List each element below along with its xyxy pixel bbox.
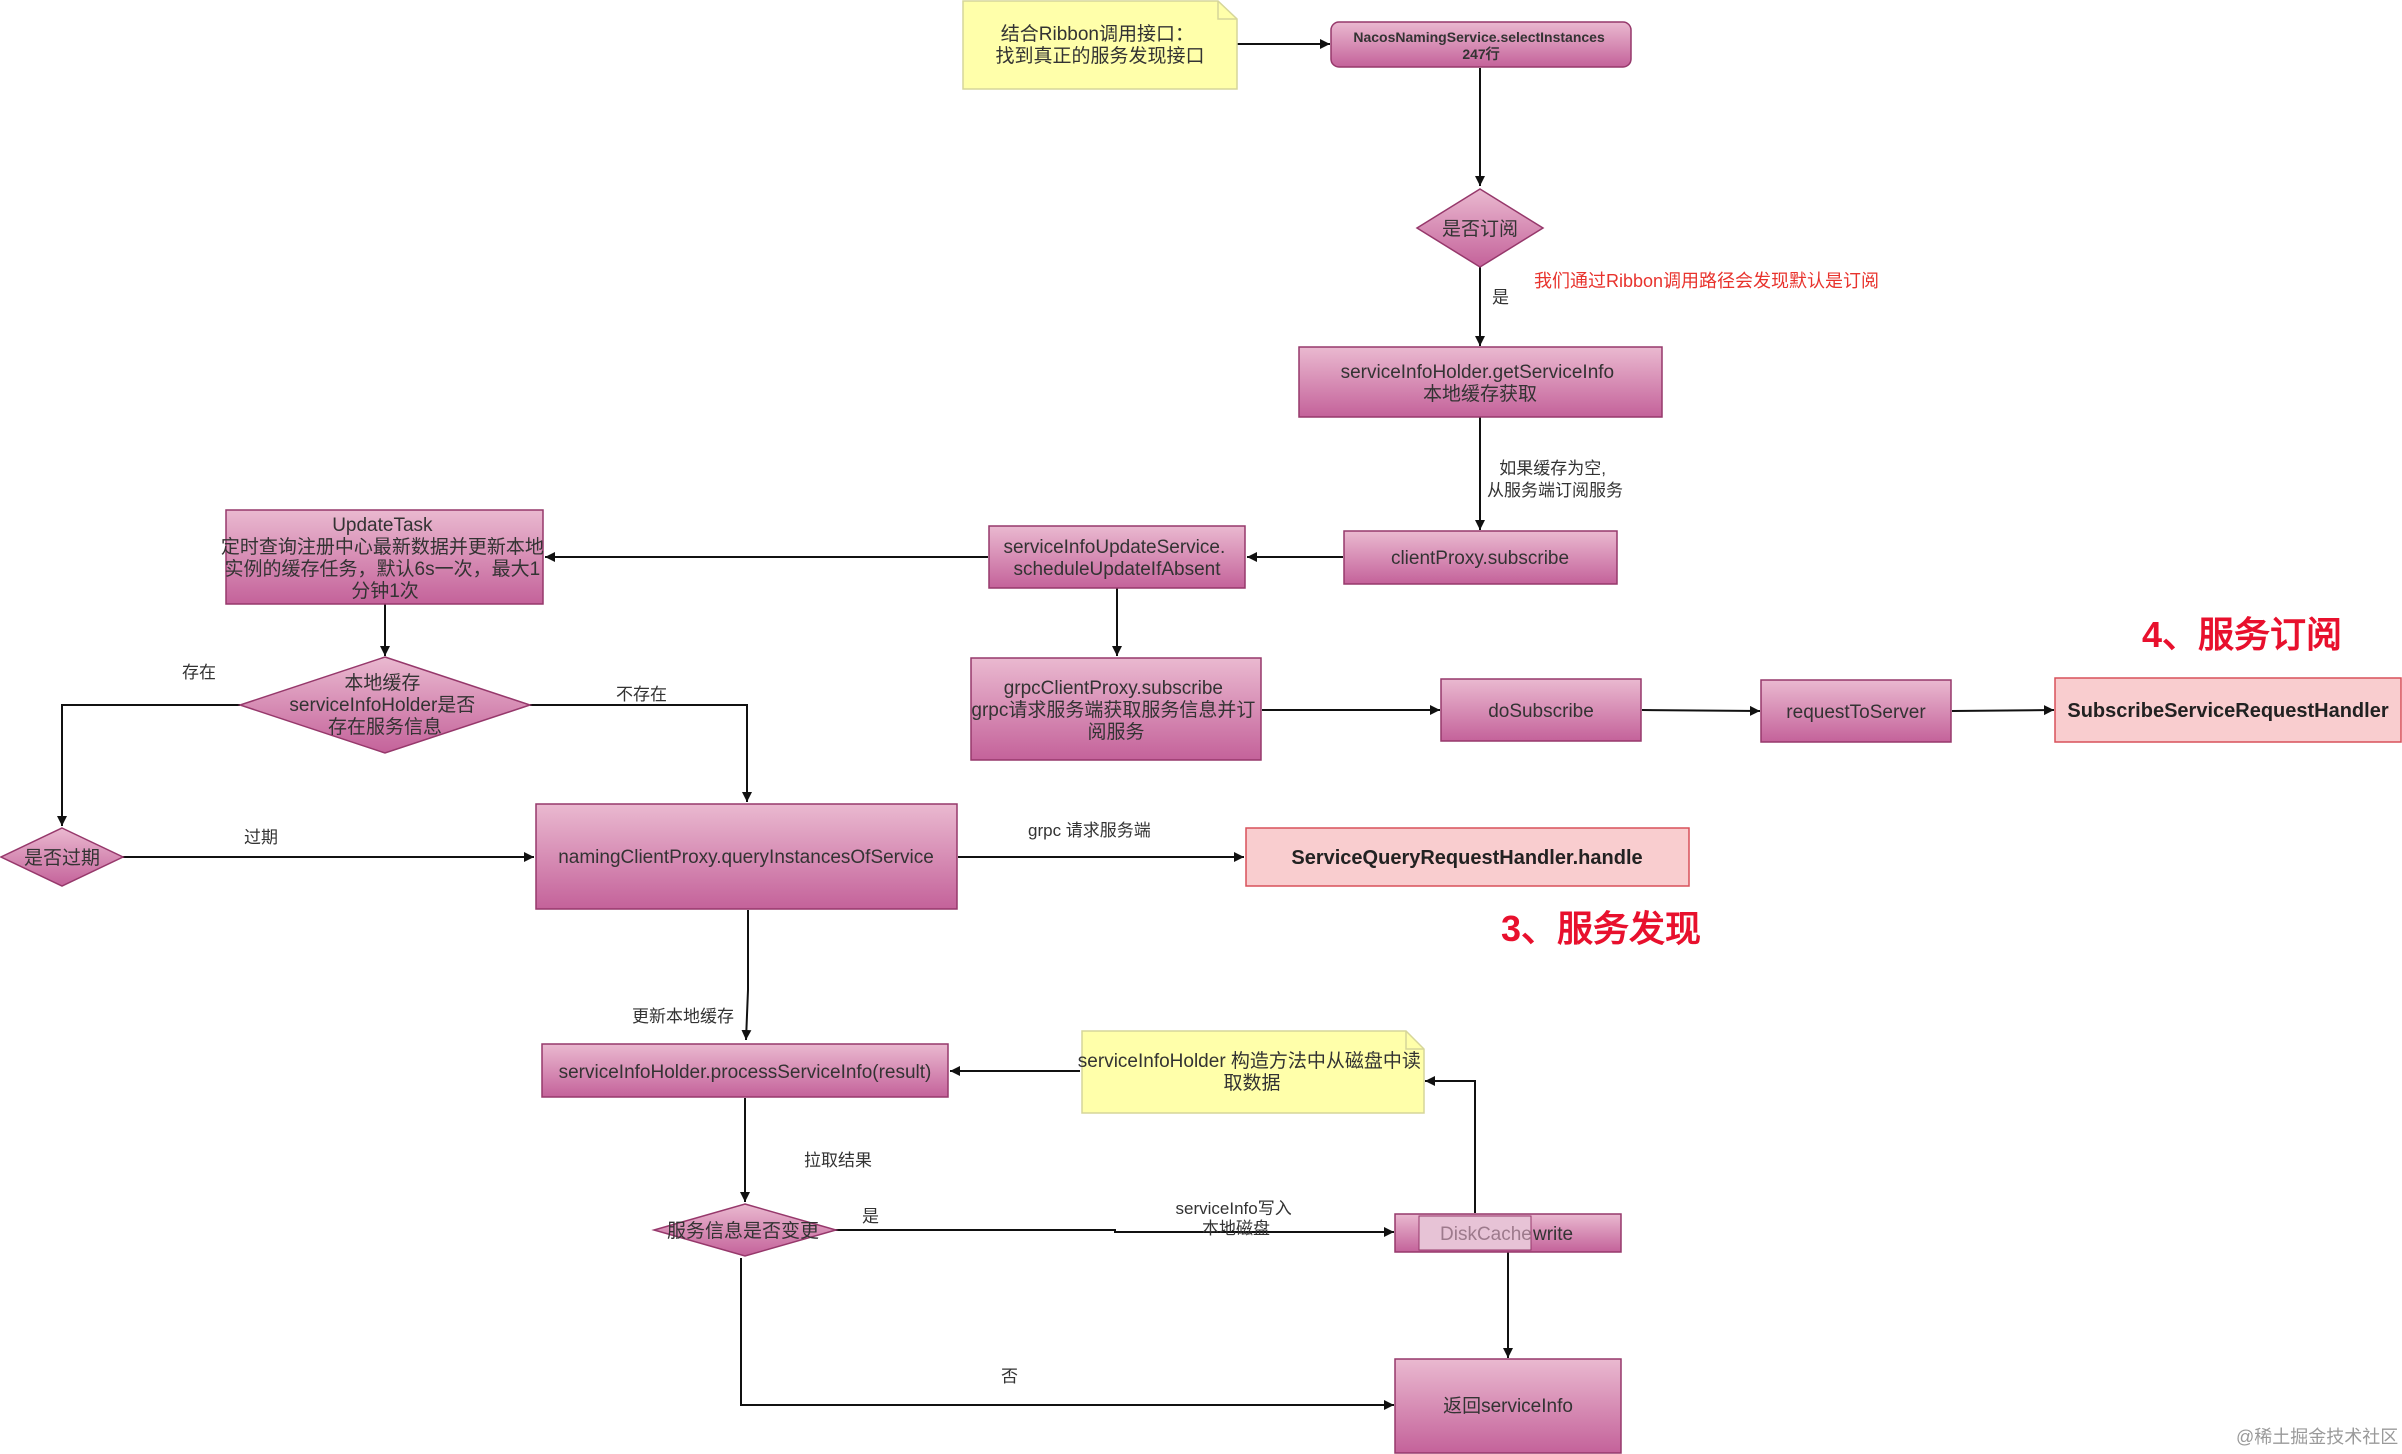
svg-text:serviceInfoHolder 构造方法中从磁盘中读: serviceInfoHolder 构造方法中从磁盘中读 取数据 xyxy=(1078,1050,1426,1094)
edge-changed-yes-to-disk-write xyxy=(833,1227,1394,1237)
cache-exists-line-3: 存在服务信息 xyxy=(328,716,442,738)
node-get-service-info: serviceInfoHolder.getServiceInfo 本地缓存获取 xyxy=(1298,346,1663,418)
edge-request-to-subscribe-handler xyxy=(1951,705,2055,716)
edges xyxy=(57,39,2055,1410)
label-cache-empty-line-1: 如果缓存为空, xyxy=(1499,459,1606,478)
edge-disk-write-to-disk-note xyxy=(1425,1076,1476,1213)
label-update-local-cache: 更新本地缓存 xyxy=(632,1007,734,1026)
grpc-subscribe-line-1: grpcClientProxy.subscribe xyxy=(1004,678,1223,699)
edge-cache-not-exists-to-query xyxy=(530,704,752,802)
get-service-info-line-1: serviceInfoHolder.getServiceInfo xyxy=(1341,362,1615,383)
is-expired-label: 是否过期 xyxy=(24,847,100,869)
node-process-service-info: serviceInfoHolder.processServiceInfo(res… xyxy=(541,1043,949,1098)
svg-text:NacosNamingService.selectInsta: NacosNamingService.selectInstances 247行 xyxy=(1353,29,1608,62)
svg-text:本地缓存 serviceInfoHolder是否: 本地缓存 serviceInfoHolder是否 存在服务信息 xyxy=(289,672,480,738)
svg-text:serviceInfoUpdateService.: serviceInfoUpdateService. scheduleUpdate… xyxy=(1003,537,1230,580)
label-ribbon-default-note: 我们通过Ribbon调用路径会发现默认是订阅 xyxy=(1534,271,1879,291)
label-yes-subscribe: 是 xyxy=(1492,288,1509,307)
label-changed-no: 否 xyxy=(1001,1367,1018,1386)
edge-cache-exists-to-expired xyxy=(57,704,240,826)
select-instances-line-1: NacosNamingService.selectInstances xyxy=(1353,29,1605,45)
section-title-subscribe: 4、服务订阅 xyxy=(2142,614,2342,655)
edge-labels: 是 我们通过Ribbon调用路径会发现默认是订阅 如果缓存为空, 从服务端订阅服… xyxy=(182,271,1879,1386)
disk-note-line-1: serviceInfoHolder 构造方法中从磁盘中读 xyxy=(1078,1050,1421,1072)
svg-text:grpcClientProxy.subscribe: grpcClientProxy.subscribe grpc请求服务端获取服务信… xyxy=(971,678,1260,743)
disk-cache-prefix: DiskCache xyxy=(1440,1224,1532,1245)
label-changed-yes: 是 xyxy=(862,1207,879,1226)
client-proxy-subscribe-label: clientProxy.subscribe xyxy=(1391,548,1569,569)
process-service-info-label: serviceInfoHolder.processServiceInfo(res… xyxy=(559,1062,932,1083)
edge-query-to-process xyxy=(741,910,752,1041)
node-request-to-server: requestToServer xyxy=(1760,679,1952,743)
node-subscribe-handler: SubscribeServiceRequestHandler xyxy=(2054,677,2402,743)
node-update-task: UpdateTask 定时查询注册中心最新数据并更新本地 实例的缓存任务，默认6… xyxy=(221,509,549,605)
node-query-handler: ServiceQueryRequestHandler.handle xyxy=(1245,827,1690,887)
node-do-subscribe: doSubscribe xyxy=(1440,678,1642,742)
label-exists: 存在 xyxy=(182,663,216,682)
update-task-line-1: UpdateTask xyxy=(332,515,433,536)
cache-exists-line-2: serviceInfoHolder是否 xyxy=(289,695,475,716)
svg-text:serviceInfoHolder.getServiceIn: serviceInfoHolder.getServiceInfo 本地缓存获取 xyxy=(1341,362,1620,405)
svg-text:结合Ribbon调用接口： 找到真正的服务发现接: 结合Ribbon调用接口： 找到真正的服务发现接口 xyxy=(995,23,1204,67)
query-handler-label: ServiceQueryRequestHandler.handle xyxy=(1291,847,1642,869)
label-write-to-disk-line-2: 本地磁盘 xyxy=(1202,1219,1270,1238)
do-subscribe-label: doSubscribe xyxy=(1488,701,1594,722)
svg-text:serviceInfo写入 本地磁盘: serviceInfo写入 本地磁盘 xyxy=(1176,1199,1297,1238)
edge-changed-no-to-return xyxy=(740,1258,1394,1410)
service-changed-label: 服务信息是否变更 xyxy=(667,1220,819,1242)
node-select-instances: NacosNamingService.selectInstances 247行 xyxy=(1330,21,1632,68)
disk-cache-suffix: write xyxy=(1532,1224,1573,1245)
ribbon-note: 结合Ribbon调用接口： 找到真正的服务发现接口 xyxy=(962,0,1238,90)
return-service-info-label: 返回serviceInfo xyxy=(1443,1395,1573,1417)
disk-note-line-2: 取数据 xyxy=(1223,1072,1280,1094)
label-grpc-request-server: grpc 请求服务端 xyxy=(1028,821,1151,840)
decision-service-changed: 服务信息是否变更 xyxy=(651,1203,839,1257)
ribbon-note-line-1: 结合Ribbon调用接口： xyxy=(1001,23,1194,45)
decision-is-subscribe: 是否订阅 xyxy=(1415,188,1545,268)
cache-exists-line-1: 本地缓存 xyxy=(344,672,420,694)
schedule-update-line-2: scheduleUpdateIfAbsent xyxy=(1013,559,1221,580)
label-pull-result: 拉取结果 xyxy=(804,1151,872,1170)
subscribe-handler-label: SubscribeServiceRequestHandler xyxy=(2067,700,2388,722)
label-write-to-disk-line-1: serviceInfo写入 xyxy=(1176,1199,1292,1218)
edge-do-subscribe-to-request xyxy=(1641,705,1761,716)
node-client-proxy-subscribe: clientProxy.subscribe xyxy=(1343,530,1618,585)
query-instances-label: namingClientProxy.queryInstancesOfServic… xyxy=(558,847,934,868)
grpc-subscribe-line-2: grpc请求服务端获取服务信息并订 xyxy=(971,699,1255,721)
grpc-subscribe-line-3: 阅服务 xyxy=(1087,721,1144,743)
node-query-instances: namingClientProxy.queryInstancesOfServic… xyxy=(535,803,958,910)
get-service-info-line-2: 本地缓存获取 xyxy=(1423,383,1537,405)
node-grpc-subscribe: grpcClientProxy.subscribe grpc请求服务端获取服务信… xyxy=(970,657,1262,761)
update-task-line-3: 实例的缓存任务，默认6s一次，最大1 xyxy=(225,558,541,580)
schedule-update-line-1: serviceInfoUpdateService. xyxy=(1003,537,1225,558)
node-schedule-update: serviceInfoUpdateService. scheduleUpdate… xyxy=(988,525,1246,589)
ribbon-note-line-2: 找到真正的服务发现接口 xyxy=(995,45,1204,67)
update-task-line-2: 定时查询注册中心最新数据并更新本地 xyxy=(221,536,544,558)
is-subscribe-label: 是否订阅 xyxy=(1442,218,1518,240)
decision-is-expired: 是否过期 xyxy=(0,827,125,887)
node-return-service-info: 返回serviceInfo xyxy=(1394,1358,1622,1454)
update-task-line-4: 分钟1次 xyxy=(351,580,419,602)
select-instances-line-2: 247行 xyxy=(1462,46,1499,62)
node-disk-cache-write: DiskCache write xyxy=(1394,1213,1622,1253)
decision-cache-exists: 本地缓存 serviceInfoHolder是否 存在服务信息 xyxy=(237,656,533,754)
request-to-server-label: requestToServer xyxy=(1786,702,1926,723)
watermark: @稀土掘金技术社区 xyxy=(2236,1427,2398,1447)
section-title-discovery: 3、服务发现 xyxy=(1501,908,1701,949)
svg-text:如果缓存为空, 从服务端订阅服务: 如果缓存为空, 从服务端订阅服务 xyxy=(1487,459,1623,500)
label-cache-empty-line-2: 从服务端订阅服务 xyxy=(1487,481,1623,500)
label-not-exists: 不存在 xyxy=(616,685,667,704)
disk-note: serviceInfoHolder 构造方法中从磁盘中读 取数据 xyxy=(1078,1030,1426,1114)
label-expired: 过期 xyxy=(244,828,278,847)
svg-text:UpdateTask 定时查询注册中心最新数据并: UpdateTask 定时查询注册中心最新数据并更新本地 实例的缓存任务，默认6… xyxy=(221,515,549,602)
